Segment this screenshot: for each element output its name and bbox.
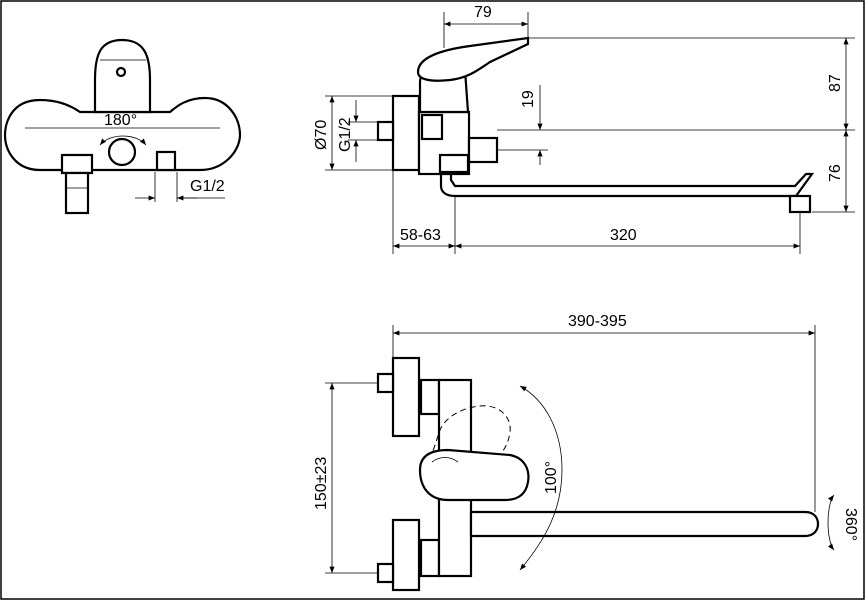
top-lever — [418, 448, 530, 502]
side-wall-plate — [391, 94, 421, 172]
side-inlet-stub — [376, 120, 395, 142]
top-swivel-label: 360° — [842, 508, 859, 541]
top-dim-total-label: 390-395 — [568, 313, 627, 330]
top-nut-upper — [419, 378, 441, 416]
top-view: 390-395 100° 360° 150±23 — [313, 313, 859, 592]
side-upper-nut — [420, 113, 444, 141]
side-lower-nut — [438, 153, 470, 174]
top-stub-lower — [376, 562, 395, 584]
side-dim-offset-label: 58-63 — [400, 227, 441, 244]
side-view: 79 87 76 19 Ø70 G1/2 58-63 320 — [313, 4, 855, 254]
front-left-nut — [60, 153, 94, 175]
side-aerator — [788, 194, 812, 214]
front-diverter-knob — [107, 137, 137, 167]
front-cartridge-hole — [115, 66, 127, 78]
top-dim-centers-label: 150±23 — [313, 457, 330, 510]
top-lever-angle-arc — [519, 385, 563, 571]
front-angle-label: 180° — [104, 112, 137, 129]
side-dim-diameter-label: Ø70 — [313, 120, 330, 150]
side-dim-79-label: 79 — [474, 4, 492, 21]
top-swivel-arc — [827, 494, 835, 551]
side-lever — [416, 36, 530, 82]
top-nut-lower — [419, 538, 441, 578]
side-dim-76-label: 76 — [827, 164, 844, 182]
side-spout — [439, 172, 815, 198]
top-escutcheon-upper — [391, 356, 421, 438]
top-stub-upper — [376, 372, 395, 394]
front-angle-arc — [99, 135, 147, 146]
top-escutcheon-lower — [391, 518, 421, 592]
front-view: 180° G1/2 — [3, 38, 242, 215]
front-right-connector — [155, 150, 177, 172]
side-dim-spout-label: 320 — [610, 227, 637, 244]
side-dim-thread-label: G1/2 — [337, 117, 354, 152]
front-thread-label: G1/2 — [190, 178, 225, 195]
side-dim-19-label: 19 — [520, 90, 537, 108]
top-lever-angle-label: 100° — [543, 461, 560, 494]
side-dim-87-label: 87 — [827, 74, 844, 92]
top-spout — [469, 510, 820, 538]
side-diverter — [467, 136, 499, 164]
front-outlet-pipe — [64, 171, 90, 215]
top-lever-line — [431, 457, 459, 463]
